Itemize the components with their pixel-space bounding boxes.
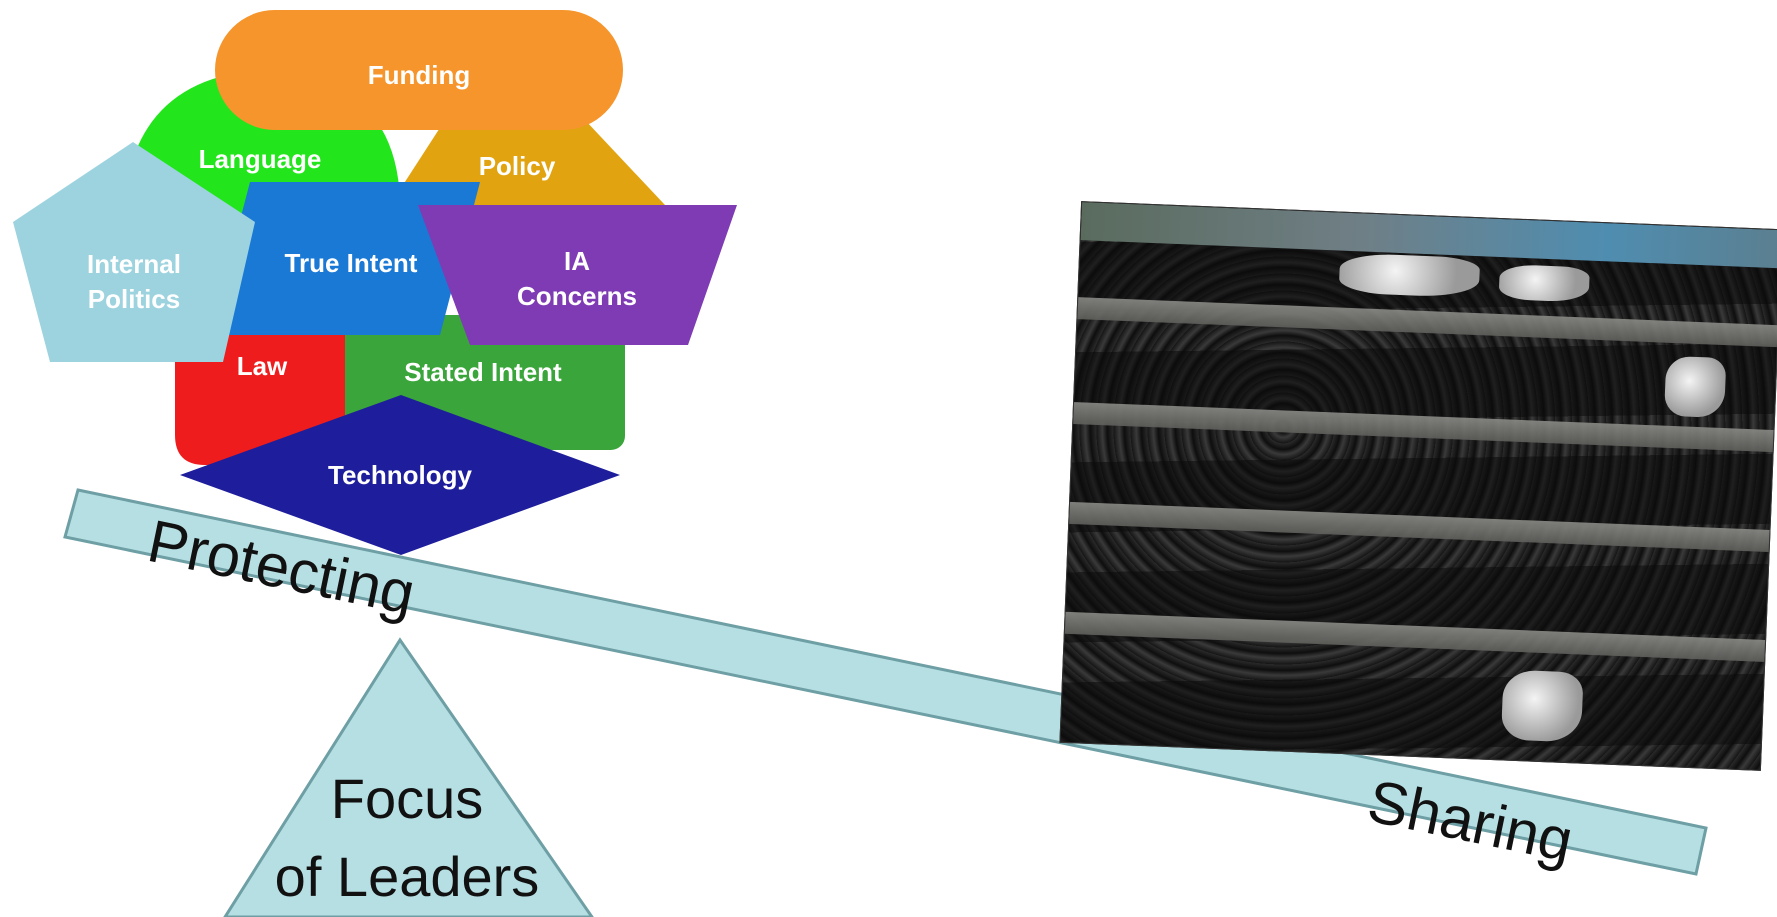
internal-politics-shape: Internal Politics xyxy=(13,142,255,362)
law-label: Law xyxy=(237,351,288,381)
funding-shape: Funding xyxy=(215,10,623,130)
body-bags-photo xyxy=(1059,201,1777,771)
internal-politics-label-line1: Internal xyxy=(87,249,181,279)
true-intent-shape: True Intent xyxy=(210,182,480,335)
ia-concerns-shape: IA Concerns xyxy=(418,205,737,345)
language-label: Language xyxy=(199,144,322,174)
true-intent-label: True Intent xyxy=(285,248,418,278)
fulcrum-label-line1: Focus xyxy=(331,767,484,830)
technology-label: Technology xyxy=(328,460,473,490)
internal-politics-label-line2: Politics xyxy=(88,284,180,314)
stated-intent-label: Stated Intent xyxy=(404,357,562,387)
technology-shape: Technology xyxy=(180,395,620,555)
policy-label: Policy xyxy=(479,151,556,181)
ia-concerns-label-line2: Concerns xyxy=(517,281,637,311)
funding-label: Funding xyxy=(368,60,471,90)
fulcrum-triangle: Focus of Leaders xyxy=(223,637,594,917)
ia-concerns-label-line1: IA xyxy=(564,246,590,276)
fulcrum-label-line2: of Leaders xyxy=(275,845,540,908)
